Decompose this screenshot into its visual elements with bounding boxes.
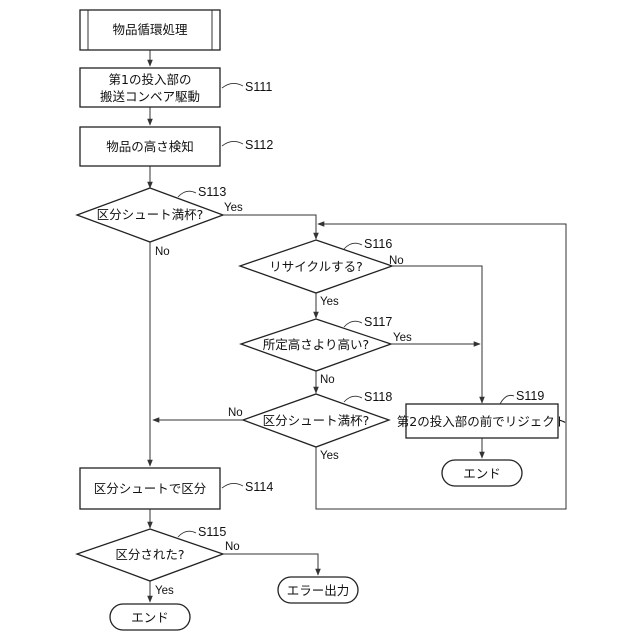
node-s114: 区分シュートで区分 S114 [80, 468, 273, 509]
node-s117-label: 所定高さより高い? [263, 337, 369, 352]
node-s113: 区分シュート満杯? S113 [77, 185, 226, 242]
node-s112: 物品の高さ検知 S112 [80, 127, 273, 166]
node-end2-label: エンド [131, 610, 169, 625]
node-start: 物品循環処理 [80, 10, 220, 50]
step-label-s111: S111 [245, 80, 272, 94]
node-s118: 区分シュート満杯? S118 [243, 390, 392, 447]
s118-no-label: No [228, 407, 243, 419]
step-label-s112: S112 [245, 138, 273, 152]
node-s119-label: 第2の投入部の前でリジェクト [397, 414, 567, 429]
edge-s113-yes-to-s116 [223, 215, 316, 239]
s116-yes-label: Yes [320, 296, 339, 308]
node-s112-label: 物品の高さ検知 [106, 139, 194, 154]
node-end1: エンド [442, 460, 522, 486]
node-s117: 所定高さより高い? S117 [241, 315, 392, 371]
step-label-s115: S115 [198, 525, 226, 539]
node-s111: 第1の投入部の 搬送コンベア駆動 S111 [80, 68, 272, 107]
node-s113-label: 区分シュート満杯? [97, 207, 204, 222]
node-end1-label: エンド [463, 466, 501, 481]
step-label-s116: S116 [364, 237, 392, 251]
node-s115: 区分された? S115 [77, 525, 226, 581]
s113-no-label: No [155, 246, 170, 258]
s115-yes-label: Yes [155, 585, 174, 597]
step-label-s113: S113 [198, 185, 226, 199]
s117-yes-label: Yes [393, 332, 412, 344]
node-s114-label: 区分シュートで区分 [94, 481, 207, 496]
node-s111-line2: 搬送コンベア駆動 [100, 89, 200, 104]
node-end2: エンド [110, 604, 190, 630]
node-error: エラー出力 [278, 577, 358, 603]
step-label-s114: S114 [245, 480, 273, 494]
node-error-label: エラー出力 [287, 583, 350, 598]
step-label-s118: S118 [364, 390, 392, 404]
node-s118-label: 区分シュート満杯? [263, 413, 370, 428]
step-label-s117: S117 [364, 315, 392, 329]
node-start-label: 物品循環処理 [112, 22, 188, 37]
node-s116: リサイクルする? S116 [240, 237, 392, 293]
step-label-s119: S119 [516, 389, 544, 403]
edge-s115-no-to-error [223, 554, 318, 575]
node-s115-label: 区分された? [115, 547, 184, 562]
node-s111-line1: 第1の投入部の [109, 72, 192, 87]
node-s116-label: リサイクルする? [269, 259, 363, 274]
s113-yes-label: Yes [224, 202, 243, 214]
s115-no-label: No [225, 541, 240, 553]
s117-no-label: No [320, 374, 335, 386]
s118-yes-label: Yes [320, 450, 339, 462]
